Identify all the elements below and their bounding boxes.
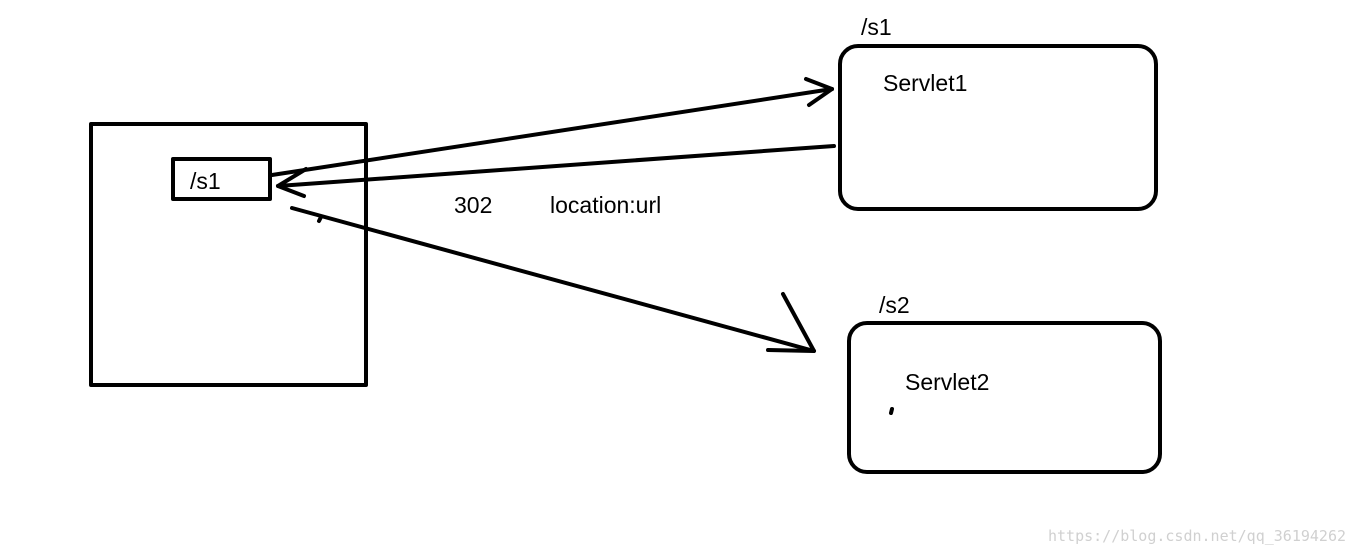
servlet2-path-label: /s2 bbox=[879, 292, 910, 318]
servlet1-response-line bbox=[276, 144, 836, 188]
servlet1-response-arrow bbox=[276, 144, 836, 198]
servlet2-box bbox=[847, 321, 1162, 474]
redirect-location-header: location:url bbox=[550, 192, 661, 218]
servlet1-response-arrowhead bbox=[276, 167, 308, 198]
request-box-label: /s1 bbox=[190, 168, 221, 194]
request-box bbox=[171, 157, 272, 201]
servlet1-box bbox=[838, 44, 1158, 211]
request-to-servlet2-line bbox=[290, 206, 816, 353]
request-to-servlet1-arrow bbox=[270, 77, 834, 177]
request-to-servlet1-arrowhead bbox=[804, 77, 834, 107]
servlet2-name: Servlet2 bbox=[905, 369, 989, 395]
request-to-servlet2-arrow bbox=[290, 206, 816, 353]
servlet1-name: Servlet1 bbox=[883, 70, 967, 96]
pen-dot bbox=[889, 407, 894, 415]
pen-tick bbox=[317, 215, 323, 223]
browser-window bbox=[89, 122, 368, 387]
request-to-servlet1-line bbox=[270, 87, 834, 177]
request-to-servlet2-arrowhead bbox=[766, 292, 816, 353]
servlet1-path-label: /s1 bbox=[861, 14, 892, 40]
redirect-status-code: 302 bbox=[454, 192, 492, 218]
watermark: https://blog.csdn.net/qq_36194262 bbox=[1048, 527, 1346, 545]
